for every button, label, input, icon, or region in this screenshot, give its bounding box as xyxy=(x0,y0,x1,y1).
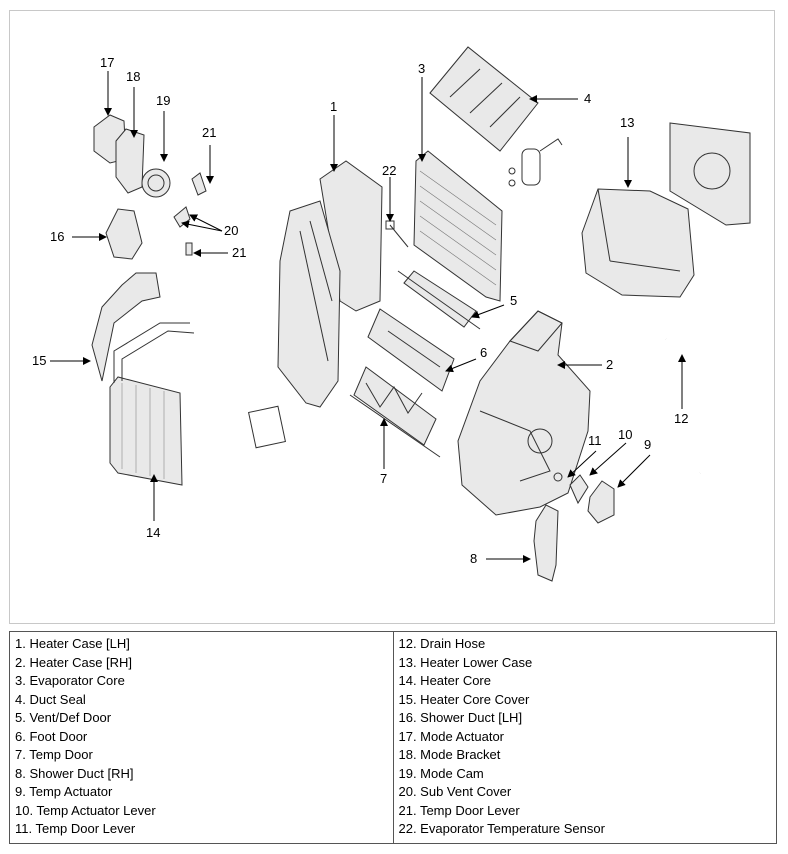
parts-legend-table: 1. Heater Case [LH] 2. Heater Case [RH] … xyxy=(9,631,777,844)
callout-12: 12 xyxy=(674,411,688,426)
callout-17: 17 xyxy=(100,55,114,70)
callout-10: 10 xyxy=(618,427,632,442)
legend-row: 3. Evaporator Core xyxy=(15,673,125,688)
duct-seal-part xyxy=(429,46,539,152)
mode-actuator-part xyxy=(93,114,171,198)
legend-row: 8. Shower Duct [RH] xyxy=(15,765,134,781)
shower-duct-rh-part xyxy=(533,504,559,582)
legend-row: 6. Foot Door xyxy=(15,728,88,744)
legend-row: 18. Mode Bracket xyxy=(398,747,501,762)
heater-case-lh-part xyxy=(247,160,383,449)
legend-row: 19. Mode Cam xyxy=(398,765,484,781)
callout-15: 15 xyxy=(32,353,46,368)
drain-hose-part xyxy=(665,337,754,474)
legend-row: 10. Temp Actuator Lever xyxy=(15,802,156,818)
leader-lines xyxy=(50,71,686,563)
foot-door-part xyxy=(367,308,455,392)
evaporator-sensor-part xyxy=(385,220,409,248)
callout-13: 13 xyxy=(620,115,634,130)
callout-6: 6 xyxy=(480,345,487,360)
callout-18: 18 xyxy=(126,69,140,84)
heater-core-part xyxy=(109,322,195,486)
callout-labels: 1 2 3 4 5 6 7 8 9 10 11 12 13 14 15 16 1… xyxy=(32,55,688,566)
legend-column-right: 12. Drain Hose 13. Heater Lower Case 14.… xyxy=(392,632,777,843)
legend-row: 7. Temp Door xyxy=(15,747,93,762)
callout-21b: 21 xyxy=(232,245,246,260)
callout-21a: 21 xyxy=(202,125,216,140)
legend-column-left: 1. Heater Case [LH] 2. Heater Case [RH] … xyxy=(10,632,393,843)
legend-row: 11. Temp Door Lever xyxy=(15,821,136,836)
heater-lower-case-part xyxy=(581,122,751,298)
callout-11: 11 xyxy=(588,433,602,448)
legend-row: 12. Drain Hose xyxy=(398,636,486,651)
callout-2: 2 xyxy=(606,357,613,372)
legend-row: 4. Duct Seal xyxy=(15,691,86,707)
callout-22: 22 xyxy=(382,163,396,178)
shower-duct-lh-part xyxy=(105,208,143,260)
callout-1: 1 xyxy=(330,99,337,114)
callout-9: 9 xyxy=(644,437,651,452)
temp-actuator-part xyxy=(553,472,615,524)
callout-19: 19 xyxy=(156,93,170,108)
sub-vent-cover-part xyxy=(173,172,207,256)
legend-row: 21. Temp Door Lever xyxy=(398,802,520,818)
callout-14: 14 xyxy=(146,525,160,540)
legend-row: 17. Mode Actuator xyxy=(398,728,505,744)
evaporator-core-part xyxy=(413,138,563,302)
legend-row: 16. Shower Duct [LH] xyxy=(398,710,523,725)
legend-row: 22. Evaporator Temperature Sensor xyxy=(398,821,605,836)
callout-20: 20 xyxy=(224,223,238,238)
legend-row: 5. Vent/Def Door xyxy=(15,710,112,725)
callout-3: 3 xyxy=(418,61,425,76)
legend-row: 1. Heater Case [LH] xyxy=(15,636,130,651)
callout-16: 16 xyxy=(50,229,64,244)
callout-5: 5 xyxy=(510,293,517,308)
callout-8: 8 xyxy=(470,551,477,566)
legend-row: 2. Heater Case [RH] xyxy=(15,654,133,670)
callout-4: 4 xyxy=(584,91,591,106)
legend-row: 13. Heater Lower Case xyxy=(398,654,533,670)
legend-row: 14. Heater Core xyxy=(398,673,492,688)
exploded-diagram: 1 2 3 4 5 6 7 8 9 10 11 12 13 14 15 16 1… xyxy=(9,10,775,624)
legend-row: 20. Sub Vent Cover xyxy=(398,784,512,799)
diagram-drawing: 1 2 3 4 5 6 7 8 9 10 11 12 13 14 15 16 1… xyxy=(32,46,754,582)
callout-7: 7 xyxy=(380,471,387,486)
legend-row: 9. Temp Actuator xyxy=(15,784,113,799)
temp-door-part xyxy=(349,366,441,458)
heater-core-cover-part xyxy=(91,272,161,382)
legend-row: 15. Heater Core Cover xyxy=(398,691,530,707)
